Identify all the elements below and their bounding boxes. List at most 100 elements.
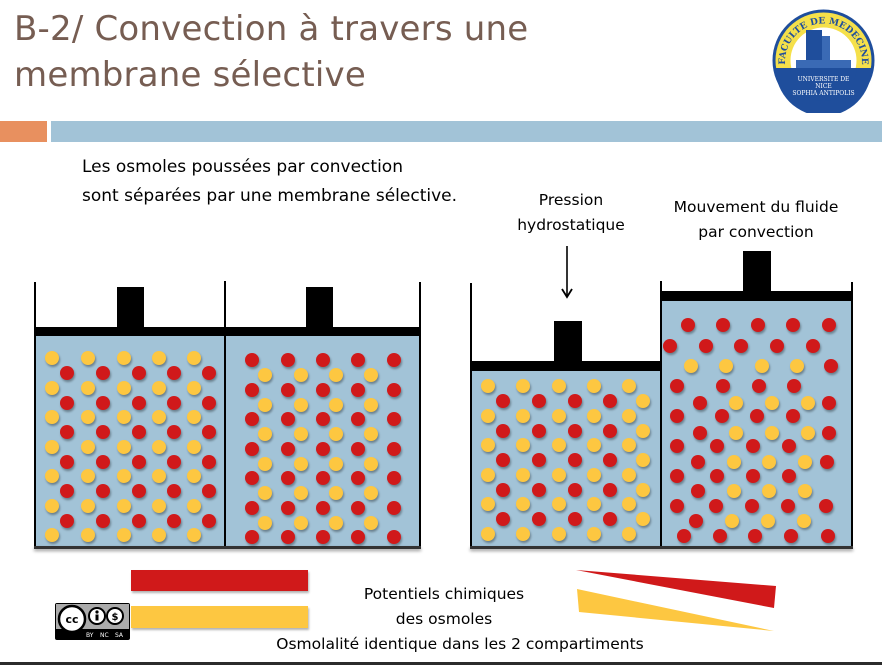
yellow-osmole [81,469,95,483]
yellow-osmole [481,438,495,452]
red-osmole [734,339,748,353]
red-osmole [699,339,713,353]
red-osmole [691,484,705,498]
yellow-osmole [516,408,530,423]
yellow-osmole [636,482,650,497]
red-osmole [496,394,510,408]
red-osmole [387,471,401,485]
yellow-osmole [516,526,530,541]
red-osmole [387,530,401,544]
title-line-2: membrane sélective [14,55,366,95]
yellow-gradient-wedge [577,589,774,631]
red-osmole [603,512,617,526]
selective-membrane [224,281,226,548]
yellow-osmole [587,379,601,393]
red-osmole [819,499,833,513]
wall-left [34,282,36,548]
arrow-down-icon [560,246,574,300]
red-osmole [784,529,798,543]
yellow-osmole [765,396,779,410]
yellow-osmole [152,410,166,424]
red-osmole [167,366,181,380]
red-gradient-wedge [576,570,776,608]
yellow-osmole [481,379,495,393]
yellow-osmole [622,526,636,541]
cc-badge-text: cc [65,613,78,626]
red-osmole [245,353,259,367]
bottom-caption: Osmolalité identique dans les 2 comparti… [276,635,644,653]
red-osmole [281,530,295,544]
red-osmole [496,482,510,497]
yellow-osmole [45,410,59,424]
yellow-osmole [45,469,59,483]
legend-caption: Potentiels chimiques des osmoles [340,582,548,632]
red-osmole [351,412,365,426]
pressure-label: Pression hydrostatique [496,188,646,238]
red-osmole [132,454,146,469]
yellow-osmole [329,368,343,382]
yellow-osmole [294,515,308,530]
red-osmole [60,484,74,498]
wall-right [419,282,421,548]
accent-bar-blue [51,121,882,142]
red-osmole [387,500,401,515]
yellow-osmole [798,484,812,498]
red-osmole [316,471,330,485]
yellow-osmole [636,512,650,526]
yellow-osmole [45,351,59,365]
red-osmole [245,500,259,515]
red-osmole [787,379,801,393]
red-osmole [746,439,760,453]
red-osmole [496,423,510,438]
red-osmole [245,382,259,397]
piston-weight-right [743,251,771,292]
red-osmole [806,339,820,353]
yellow-osmole [719,359,733,373]
red-osmole [750,409,764,423]
red-osmole [96,425,110,439]
yellow-osmole [329,486,343,500]
container-base [470,546,853,549]
yellow-osmole [81,351,95,365]
yellow-osmole [364,368,378,382]
piston-bar-right [660,291,853,301]
red-osmole [820,455,834,469]
selective-membrane [660,281,662,548]
piston-bar [35,327,421,336]
red-osmole [670,499,684,513]
red-osmole [387,382,401,397]
red-osmole [568,512,582,526]
red-osmole [670,469,684,483]
red-osmole [351,530,365,544]
yellow-osmole [258,427,272,441]
red-osmole [670,439,684,453]
red-osmole [316,530,330,544]
red-osmole [167,395,181,410]
red-osmole [167,513,181,528]
creative-commons-icon[interactable]: cc $ BY NC SA [55,603,130,640]
yellow-osmole [45,498,59,513]
yellow-osmole [117,498,131,513]
yellow-osmole [187,380,201,395]
red-osmole [132,395,146,410]
red-osmole [167,454,181,469]
red-osmole [670,379,684,393]
red-osmole [689,514,703,528]
red-osmole [245,530,259,544]
yellow-osmole [152,351,166,365]
red-osmole [316,382,330,397]
yellow-osmole [587,467,601,482]
red-osmole [132,425,146,439]
yellow-osmole [152,469,166,483]
yellow-osmole [258,486,272,500]
red-osmole [96,395,110,410]
yellow-osmole [81,528,95,542]
cc-term-sa: SA [115,632,124,639]
red-osmole [202,454,216,469]
yellow-osmole [81,439,95,454]
red-osmole [822,426,836,440]
legend-line-1: Potentiels chimiques [363,585,525,603]
red-osmole [281,500,295,515]
yellow-osmole [762,484,776,498]
red-osmole [245,412,259,426]
